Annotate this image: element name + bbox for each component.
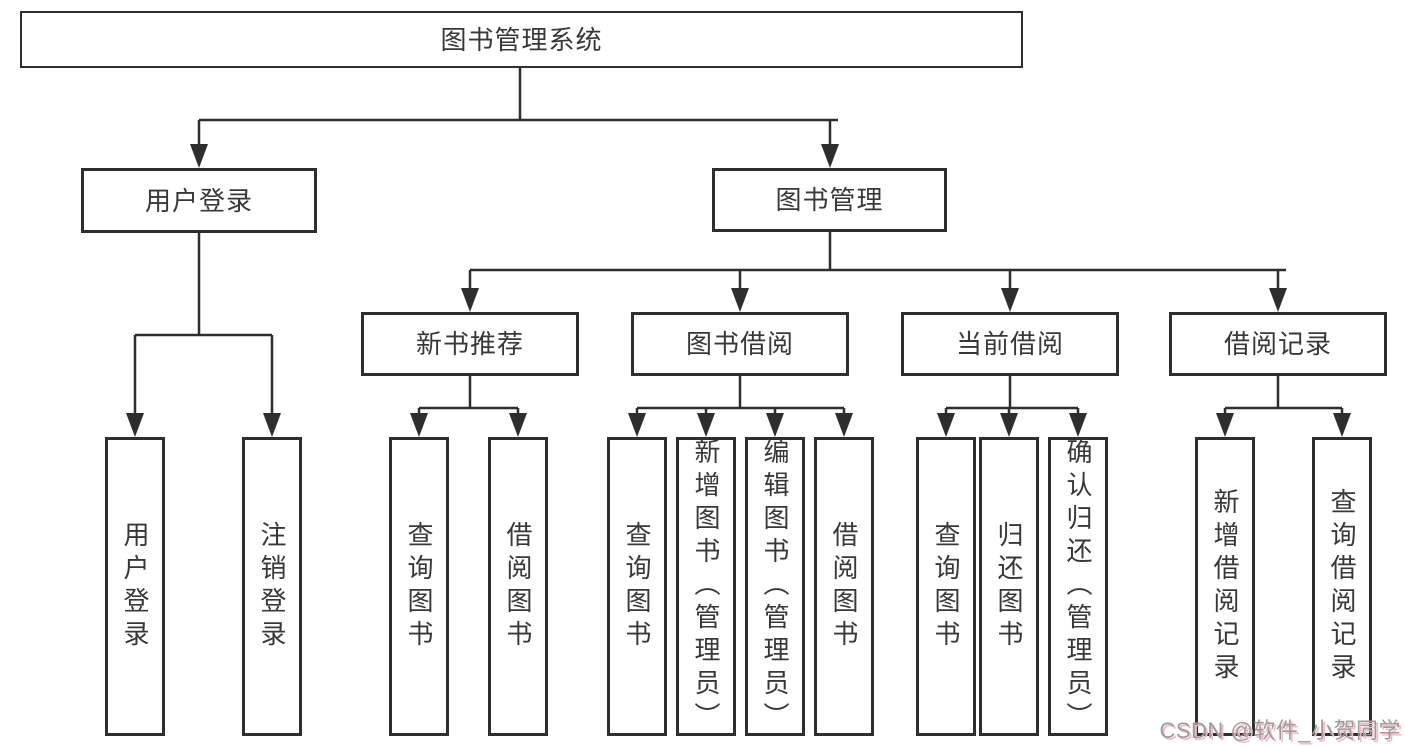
node-borrowing-records: 借阅记录 bbox=[1169, 312, 1387, 376]
leaf-borrow-books-recommend: 借阅图书 bbox=[488, 437, 548, 736]
node-book-borrowing: 图书借阅 bbox=[631, 312, 849, 376]
leaf-query-books-recommend: 查询图书 bbox=[389, 437, 449, 736]
node-label: 当前借阅 bbox=[955, 329, 1064, 359]
leaf-add-borrow-record: 新增借阅记录 bbox=[1195, 437, 1255, 736]
leaf-query-books-current: 查询图书 bbox=[916, 437, 976, 736]
leaf-confirm-return-admin: 确认归还（管理员） bbox=[1048, 437, 1108, 736]
node-label: 查询图书 bbox=[931, 520, 961, 653]
node-label: 归还图书 bbox=[994, 520, 1024, 653]
node-label: 图书管理系统 bbox=[440, 24, 603, 55]
node-label: 借阅图书 bbox=[829, 520, 859, 653]
node-label: 图书借阅 bbox=[685, 329, 794, 359]
node-user-login: 用户登录 bbox=[81, 168, 317, 233]
leaf-borrow-books: 借阅图书 bbox=[814, 437, 874, 736]
node-current-borrowing: 当前借阅 bbox=[901, 312, 1119, 376]
node-label: 用户登录 bbox=[120, 520, 150, 653]
node-label: 查询图书 bbox=[404, 520, 434, 653]
node-label: 查询借阅记录 bbox=[1327, 487, 1357, 686]
node-label: 图书管理 bbox=[775, 185, 884, 215]
node-label: 查询图书 bbox=[622, 520, 652, 653]
node-label: 用户登录 bbox=[144, 185, 253, 216]
leaf-user-login: 用户登录 bbox=[105, 437, 165, 736]
node-library-management-system: 图书管理系统 bbox=[20, 11, 1023, 68]
leaf-edit-books-admin: 编辑图书（管理员） bbox=[745, 437, 805, 736]
csdn-watermark: CSDN @软件_小贺同学 bbox=[1159, 718, 1401, 743]
node-label: 新增借阅记录 bbox=[1210, 487, 1240, 686]
node-label: 编辑图书（管理员） bbox=[760, 438, 790, 735]
node-label: 新增图书（管理员） bbox=[691, 438, 721, 735]
leaf-logout: 注销登录 bbox=[242, 437, 302, 736]
node-label: 借阅记录 bbox=[1223, 329, 1332, 359]
leaf-return-books: 归还图书 bbox=[979, 437, 1039, 736]
node-new-book-recommend: 新书推荐 bbox=[361, 312, 579, 376]
leaf-query-borrow-record: 查询借阅记录 bbox=[1312, 437, 1372, 736]
node-book-management: 图书管理 bbox=[712, 168, 947, 232]
node-label: 新书推荐 bbox=[415, 329, 524, 359]
node-label: 借阅图书 bbox=[503, 520, 533, 653]
leaf-add-books-admin: 新增图书（管理员） bbox=[676, 437, 736, 736]
node-label: 注销登录 bbox=[257, 520, 287, 653]
leaf-query-books-borrowing: 查询图书 bbox=[607, 437, 667, 736]
node-label: 确认归还（管理员） bbox=[1063, 438, 1093, 735]
